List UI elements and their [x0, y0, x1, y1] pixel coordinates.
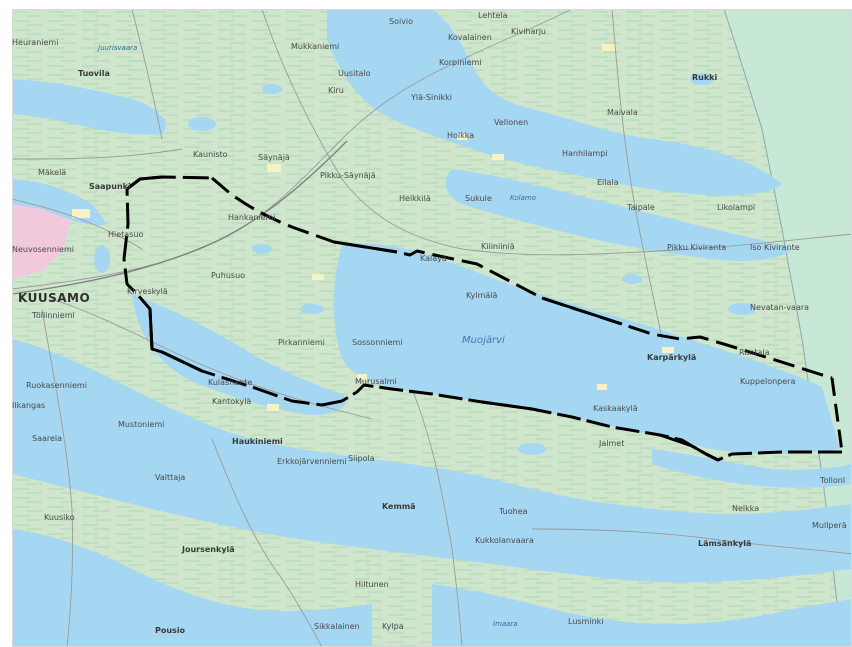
place-label: Kantokylä: [212, 397, 252, 406]
place-label: Ellala: [597, 178, 619, 187]
place-label: Lehtela: [478, 11, 508, 20]
place-label: Tuovila: [78, 69, 110, 78]
urban-area-kuusamo: [12, 199, 70, 279]
place-label: Hanhilampi: [562, 149, 608, 158]
place-label: Mullperä: [812, 521, 847, 530]
place-label: Hoikka: [447, 131, 475, 140]
place-label: Muojärvi: [462, 335, 505, 346]
place-label: Kalaya: [420, 254, 447, 263]
place-label: Mäkelä: [38, 168, 67, 177]
place-label: Likolampi: [717, 203, 756, 212]
place-label: Imaara: [493, 620, 518, 628]
place-label: Saapunki: [89, 182, 131, 191]
place-label: Sossonniemi: [352, 338, 403, 347]
place-label: Haukiniemi: [232, 437, 283, 446]
place-label: Neuvosenniemi: [12, 245, 74, 254]
place-label: Ylä-Sinikki: [411, 93, 452, 102]
place-label: Ilkangas: [12, 401, 46, 410]
place-label: Kuusiko: [44, 513, 75, 522]
place-label: Kylmälä: [466, 291, 498, 300]
place-label: Karpärkylä: [647, 353, 697, 362]
place-label: Kiviharju: [511, 27, 546, 36]
place-label: Taipale: [627, 203, 655, 212]
place-label: Tollonl: [820, 476, 846, 485]
place-label: Hiltunen: [355, 580, 389, 589]
place-label: Säynäjä: [258, 153, 290, 162]
place-label: Puhusuo: [211, 271, 246, 280]
place-label: Siipola: [348, 454, 375, 463]
place-label: Kovalainen: [448, 33, 492, 42]
area-boundary: [122, 175, 844, 462]
place-label: Korpiniemi: [439, 58, 482, 67]
place-label: Kaskaakylä: [593, 404, 638, 413]
place-label: Juurisvaara: [98, 44, 138, 52]
place-label: Mustoniemi: [118, 420, 165, 429]
place-label: Sikkalainen: [314, 622, 360, 631]
place-label: Kirveskylä: [127, 287, 168, 296]
place-label: Kaunisto: [193, 150, 228, 159]
place-label: Sukule: [465, 194, 492, 203]
place-label: Kiiiniiniä: [481, 242, 515, 251]
place-label: Kiru: [328, 86, 344, 95]
place-label: Heikkilä: [399, 194, 431, 203]
national-border-line: [723, 9, 843, 647]
place-label: Nevatan-vaara: [750, 303, 810, 312]
place-label: Hankaniemi: [228, 213, 276, 222]
place-label: Mukkaniemi: [291, 42, 340, 51]
place-label: Valttaja: [155, 473, 186, 482]
place-label: Uusitalo: [338, 69, 371, 78]
place-label: Pikku Kiviranta: [667, 243, 727, 252]
place-label: Kemmä: [382, 502, 416, 511]
place-label: Lusminki: [568, 617, 604, 626]
place-label: Kukkolanvaara: [475, 536, 534, 545]
place-label: Töllinniemi: [32, 311, 75, 320]
place-label: Rantala: [739, 348, 770, 357]
place-label: Soivio: [389, 17, 414, 26]
place-label: Kulasnante: [208, 378, 253, 387]
place-label: Pirkanniemi: [278, 338, 325, 347]
place-label: Kuppelonpera: [740, 377, 796, 386]
place-label: Rukki: [692, 73, 718, 82]
place-label: Jalmet: [599, 439, 625, 448]
place-label: Pikku-Säynäjä: [320, 171, 376, 180]
place-label: Erkkojärvenniemi: [277, 457, 347, 466]
place-label: Maivala: [607, 108, 638, 117]
place-label: Ruokasenniemi: [26, 381, 87, 390]
map-canvas: [12, 9, 852, 647]
place-label: Tuohea: [499, 507, 528, 516]
place-label: KUUSAMO: [18, 291, 91, 305]
place-label: Saarela: [32, 434, 63, 443]
place-label: Murusalmi: [355, 377, 397, 386]
place-label: Vellonen: [494, 118, 529, 127]
main-road: [12, 140, 348, 295]
place-label: Pousio: [155, 626, 186, 635]
border-strip: [724, 9, 852, 647]
place-label: Kolamo: [510, 194, 536, 202]
roads: [12, 9, 852, 647]
place-label: Nelkka: [732, 504, 760, 513]
place-label: Kylpa: [382, 622, 404, 631]
fields: [72, 44, 674, 411]
place-label: Hietasuo: [108, 230, 144, 239]
place-label: Lämsänkylä: [698, 539, 752, 548]
water-bodies: [12, 9, 852, 647]
place-label: Iso Kivirante: [750, 243, 800, 252]
place-label: Joursenkylä: [182, 545, 235, 554]
place-label: Heuraniemi: [12, 38, 59, 47]
